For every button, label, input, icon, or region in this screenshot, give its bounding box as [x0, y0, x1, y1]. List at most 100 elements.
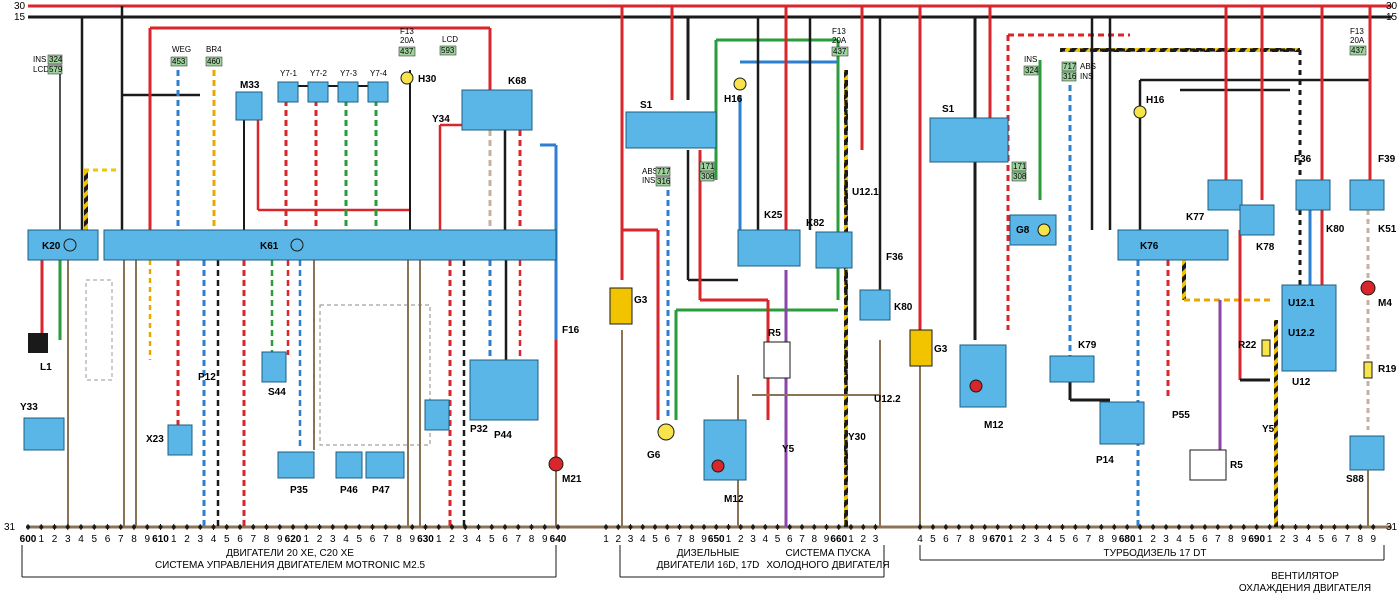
axis-tick-label: 5 [224, 534, 230, 545]
s88-component [1349, 435, 1385, 471]
p44-component [469, 359, 539, 421]
axis-tick-dot [529, 525, 534, 529]
axis-tick-dot [653, 525, 657, 529]
k76-component [1117, 229, 1229, 261]
h16-lamp-icon-a [733, 77, 747, 91]
m12-starter-b [959, 344, 1007, 408]
label-316-a: 316 [657, 177, 671, 186]
axis-tick-label: 3 [462, 534, 468, 545]
axis-tick-label: 3 [1293, 534, 1299, 545]
r22-label: R22 [1238, 340, 1257, 351]
x23-component [167, 424, 193, 456]
y7-1-label: Y7-1 [280, 69, 297, 78]
g6-alternator-icon [657, 423, 675, 441]
f39-label: F39 [1378, 154, 1396, 165]
rail-15-label-right: 15 [1386, 12, 1398, 23]
axis-tick-dot [1151, 525, 1156, 529]
axis-tick-label: 680 [1119, 534, 1136, 545]
caption-group1-line1: ДВИГАТЕЛИ 20 XE, C20 XE [226, 548, 354, 559]
axis-tick-label: 2 [860, 534, 866, 545]
axis-tick-dot [198, 525, 203, 529]
section-motronic: INS 324 LCD 579 WEG 453 BR4 460 LCD 593 … [20, 6, 582, 527]
axis-tick-label: 5 [1060, 534, 1066, 545]
y7-1-component [277, 81, 299, 103]
s1-ignition-switch-a [625, 111, 717, 149]
axis-tick-dot [503, 525, 507, 529]
u12-2-label-a: U12.2 [874, 394, 901, 405]
axis-tick-dot [787, 525, 792, 529]
m12-starter-a [703, 419, 747, 481]
label-br4: BR4 [206, 45, 222, 54]
axis-tick-dot [930, 525, 935, 529]
axis-tick-label: 7 [118, 534, 124, 545]
p46-label: P46 [340, 485, 358, 496]
label-f13-b: F13 [832, 27, 846, 36]
axis-tick-dot [800, 525, 804, 529]
axis-tick-label: 630 [417, 534, 434, 545]
f36-label-a: F36 [886, 252, 904, 263]
axis-tick-label: 6 [370, 534, 376, 545]
axis-tick-label: 7 [250, 534, 256, 545]
axis-tick-label: 3 [873, 534, 879, 545]
axis-tick-dot [1228, 525, 1233, 529]
axis-tick-dot [1306, 525, 1311, 529]
r19-resistor [1363, 361, 1373, 379]
k77-component [1207, 179, 1243, 211]
axis-tick-label: 1 [303, 534, 309, 545]
axis-tick-dot [542, 525, 547, 529]
axis-tick-label: 2 [738, 534, 744, 545]
rail-31-label-right: 31 [1386, 522, 1398, 533]
section-turbodiesel: INS 324 717 316 ABS INS 171 308 F13 20A … [909, 6, 1372, 527]
axis-tick-dot [616, 525, 621, 529]
axis-tick-label: 2 [1021, 534, 1027, 545]
axis-tick-label: 1 [436, 534, 442, 545]
label-abs-a: ABS [642, 167, 658, 176]
axis-tick-dot [1332, 525, 1337, 529]
axis-tick-dot [26, 525, 30, 529]
label-ins2-b: INS [1080, 72, 1093, 81]
f36-label-b: F36 [1294, 154, 1312, 165]
axis-tick-label: 7 [677, 534, 683, 545]
axis-tick-dot [317, 525, 322, 529]
axis-tick-dot [861, 525, 866, 529]
label-f13-c: F13 [1350, 27, 1364, 36]
u12-component [1281, 284, 1337, 372]
axis-tick-label: 9 [982, 534, 988, 545]
g8-icon [1037, 223, 1051, 237]
axis-tick-dot [1047, 525, 1052, 529]
k79-component [1049, 355, 1095, 383]
axis-tick-dot [1215, 525, 1220, 529]
m4-motor-icon [1360, 280, 1376, 296]
axis-tick-dot [39, 525, 44, 529]
rail-31-label-left: 31 [4, 522, 16, 533]
axis-tick-dot [92, 525, 97, 529]
s88-label: S88 [1346, 474, 1364, 485]
p14-component [1099, 401, 1145, 445]
axis-tick-label: 620 [285, 534, 302, 545]
k82-label: K82 [806, 218, 825, 229]
axis-tick-dot [450, 525, 454, 529]
axis-tick-label: 4 [1176, 534, 1182, 545]
h16-label-b: H16 [1146, 95, 1165, 106]
axis-tick-label: 2 [184, 534, 190, 545]
label-717-a: 717 [657, 167, 671, 176]
y30-label: Y30 [848, 432, 866, 443]
label-308-a: 308 [701, 172, 715, 181]
h16-lamp-icon-b [1133, 105, 1147, 119]
axis-tick-label: 6 [105, 534, 111, 545]
axis-tick-dot [995, 525, 1000, 529]
axis-tick-dot [640, 525, 645, 529]
axis-tick-label: 1 [848, 534, 854, 545]
axis-tick-dot [357, 525, 362, 529]
y5-label-a: Y5 [782, 444, 795, 455]
y7-2-component [307, 81, 329, 103]
g6-label: G6 [647, 450, 661, 461]
g3-label-a: G3 [634, 295, 648, 306]
axis-tick-dot [238, 525, 242, 529]
axis-tick-label: 6 [1332, 534, 1338, 545]
axis-tick-dot [1125, 525, 1130, 529]
section-cooling-fan: F39 K51 M4 R19 S88 [1346, 154, 1397, 527]
